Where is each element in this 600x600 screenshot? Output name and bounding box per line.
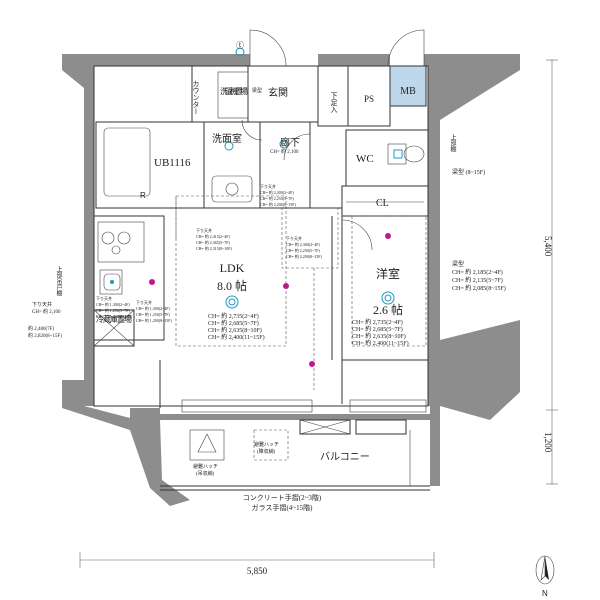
soffit-3-0: 下り天井 xyxy=(286,235,302,241)
soffit-2-1: CH= 約 2,300(2~4F) xyxy=(260,189,295,196)
ldk-label: LDK xyxy=(220,261,245,275)
railing-2: ガラス手摺(4~15階) xyxy=(252,503,313,512)
ceiling-drop: 下り天井 xyxy=(32,301,52,308)
hatch-1-line-1: (吊収納) xyxy=(196,470,215,477)
soffit-5-1: CH= 約 1,300(2~4F) xyxy=(96,301,131,308)
soffit-3-3: CH= 約 2,200(8~15F) xyxy=(286,253,323,260)
mb-label: MB xyxy=(400,86,416,97)
ceiling-drop-ch: CH= 約 2,100 xyxy=(32,308,61,315)
north-arrow xyxy=(535,555,555,585)
beam-right-1: CH= 約 2,135(5~7F) xyxy=(452,276,503,284)
height-main-dim: 5,400 xyxy=(543,236,553,257)
mb-room xyxy=(390,66,426,106)
soffit-1-3: CH= 約 2,315(8~10F) xyxy=(196,245,233,252)
magenta-points xyxy=(149,233,391,367)
fridge-label: 冷蔵庫置場 xyxy=(96,314,132,324)
wash-basin xyxy=(211,175,253,203)
soffit-2-2: CH= 約 2,250(5~7F) xyxy=(260,195,295,202)
soffit-2-0: 下り天井 xyxy=(260,183,276,189)
soffit-5-2: CH= 約 1,250(5~7F) xyxy=(96,307,131,314)
north-label: N xyxy=(542,589,548,598)
dimension-lines xyxy=(79,59,558,568)
ps-label: PS xyxy=(364,94,374,104)
soffit-4-3: CH= 約 1,200(8~15F) xyxy=(136,317,173,324)
railing-1: コンクリート手摺(2~3階) xyxy=(243,493,322,502)
ceiling-lights xyxy=(224,47,395,309)
balcony-fixtures xyxy=(160,419,430,491)
western-height-1: CH= 約 2,685(5~7F) xyxy=(352,325,403,333)
ldk-height-3: CH= 約 2,400(11~15F) xyxy=(208,333,265,341)
kitchen-sink xyxy=(103,273,121,291)
upper-hanging-shelf: 上部吊戸棚 xyxy=(55,265,62,297)
western-size: 2.6 帖 xyxy=(373,302,403,317)
washer-label: 洗濯機置場 xyxy=(220,86,248,96)
soffit-5-0: 下り天井 xyxy=(96,295,112,301)
bath-label: UB1116 xyxy=(154,157,191,169)
hall-label: 廊下 xyxy=(280,136,300,149)
room-labels: LDK 8.0 帖 CH= 約 2,735(2~4F) CH= 約 2,685(… xyxy=(154,86,416,463)
door-swings xyxy=(241,29,425,251)
shoe-box-label: 下足入 xyxy=(330,92,338,113)
wc-label: WC xyxy=(356,153,374,165)
entrance-label: 玄関 xyxy=(268,86,288,99)
western-height-0: CH= 約 2,735(2~4F) xyxy=(352,318,403,326)
stove xyxy=(101,231,131,255)
exterior-walls xyxy=(62,54,520,506)
hatch-1-line-0: 避難ハッチ xyxy=(193,463,218,470)
beam-top-label: 梁型 xyxy=(252,87,262,94)
closet-label: CL xyxy=(376,198,389,209)
soffit-1-2: CH= 約 2,365(5~7F) xyxy=(196,239,231,246)
ldk-height-1: CH= 約 2,685(5~7F) xyxy=(208,319,259,327)
soffit-4-2: CH= 約 1,250(5~7F) xyxy=(136,311,171,318)
interior-lines xyxy=(93,65,429,413)
fridge-height-0: 約 2,480(7F) xyxy=(28,325,54,332)
annotation-labels: カウンター 洗濯機置場 下足入 梁型 上部棚 梁型 (8~15F) 梁型 CH=… xyxy=(28,41,548,598)
beam-right-2: CH= 約 2,085(8~15F) xyxy=(452,284,506,292)
width-dim: 5,850 xyxy=(247,566,268,576)
soffit-1-1: CH= 約 2,415(2~4F) xyxy=(196,233,231,240)
western-height-3: CH= 約 2,400(11~15F) xyxy=(352,339,409,347)
hall-ch: CH= 約 2,100 xyxy=(270,148,299,155)
hatch-2-line-0: 避難ハッチ xyxy=(254,441,279,448)
ldk-height-2: CH= 約 2,635(8~10F) xyxy=(208,326,262,334)
soffit-4-0: 下り天井 xyxy=(136,299,152,305)
western-label: 洋室 xyxy=(376,266,400,281)
dimension-labels: 5,400 1,200 5,850 xyxy=(247,236,553,576)
washroom-label: 洗面室 xyxy=(212,132,242,145)
toilet xyxy=(387,143,425,165)
balcony-label: バルコニー xyxy=(320,451,370,463)
ldk-size: 8.0 帖 xyxy=(217,278,247,293)
soffit-1-0: 下り天井 xyxy=(196,227,212,233)
western-height-2: CH= 約 2,635(8~10F) xyxy=(352,332,406,340)
outlet-t-top: ⓣ xyxy=(236,41,244,50)
height-balcony-dim: 1,200 xyxy=(543,432,553,453)
soffit-4-1: CH= 約 1,300(2~4F) xyxy=(136,305,171,312)
soffit-3-1: CH= 約 2,300(2~4F) xyxy=(286,241,321,248)
hatch-2-line-1: (降収納) xyxy=(257,448,276,455)
beam-right-title: 梁型 xyxy=(452,260,464,268)
fridge-height-1: 約 2,820(8~15F) xyxy=(28,332,62,339)
upper-shelf-wc: 上部棚 xyxy=(449,133,456,153)
soffit-3-2: CH= 約 2,250(5~7F) xyxy=(286,247,321,254)
ldk-height-0: CH= 約 2,735(2~4F) xyxy=(208,312,259,320)
beam-right-0: CH= 約 2,185(2~4F) xyxy=(452,268,503,276)
soffit-5-3: CH= 約 1,200(8~15F) xyxy=(96,313,133,320)
counter-label: カウンター xyxy=(192,80,200,115)
bath-r: R xyxy=(140,191,146,200)
beam-wc-label: 梁型 (8~15F) xyxy=(452,168,485,176)
soffit-2-3: CH= 約 2,200(8~15F) xyxy=(260,201,297,208)
